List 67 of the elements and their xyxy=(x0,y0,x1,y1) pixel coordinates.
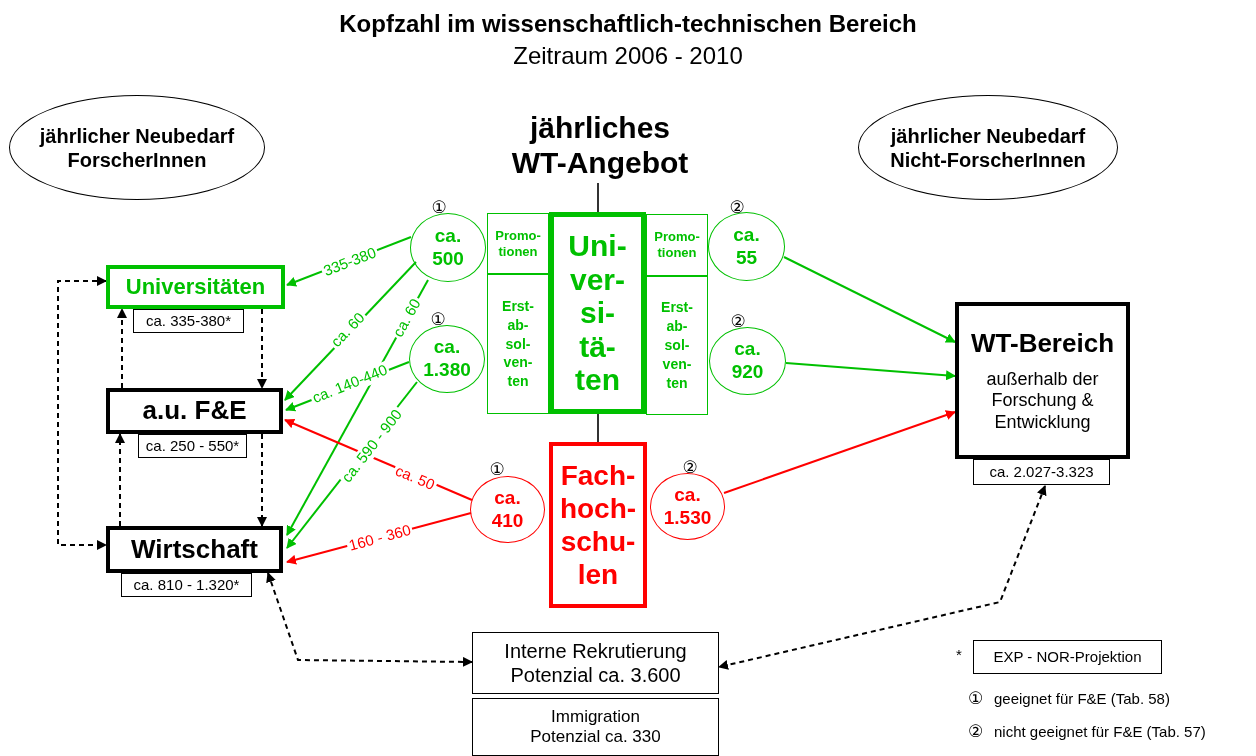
connector-line xyxy=(597,413,599,443)
source-box xyxy=(549,442,647,608)
node-label: Promo- tionen xyxy=(494,227,542,260)
value-text: ca. 1.530 xyxy=(662,483,713,530)
target-box xyxy=(955,302,1130,459)
category-box xyxy=(646,214,708,276)
footnote-mark: ① xyxy=(968,688,984,708)
footnote-mark: ① xyxy=(430,199,448,216)
node-label: jährlicher Neubedarf ForscherInnen xyxy=(38,123,236,172)
footnote-mark: ① xyxy=(429,311,447,328)
note-box xyxy=(973,640,1162,674)
sector-box xyxy=(106,265,285,309)
node-label: a.u. F&E xyxy=(142,395,247,427)
node-label: Fach- hoch- schu- len xyxy=(558,458,638,592)
sector-box xyxy=(106,388,283,434)
dashed-arrow xyxy=(117,308,127,389)
legend-text: nicht geeignet für F&E (Tab. 57) xyxy=(994,723,1206,740)
dashed-arrow xyxy=(57,276,107,550)
node-label: Uni- ver- si- tä- ten xyxy=(567,229,628,397)
arrow xyxy=(783,256,956,343)
dashed-arrow xyxy=(115,433,125,527)
node-label: Erst- ab- sol- ven- ten xyxy=(660,298,694,393)
footnote-mark: ② xyxy=(968,721,984,741)
value-label: ca. 335-380* xyxy=(133,309,244,333)
box-text: außerhalb der Forschung & Entwicklung xyxy=(985,368,1100,434)
node-label: Interne Rekrutierung Potenzial ca. 3.600 xyxy=(503,639,688,687)
value-label: ca. 2.027-3.323 xyxy=(973,459,1110,485)
value-circle xyxy=(650,473,725,540)
value-text: ca. 500 xyxy=(431,224,465,271)
potential-box xyxy=(472,632,719,694)
value-text: ca. 410 xyxy=(490,486,525,533)
category-box xyxy=(487,274,549,414)
node-label: jährlicher Neubedarf Nicht-ForscherInnen xyxy=(889,123,1087,172)
value-text: ca. 920 xyxy=(730,338,765,384)
value-circle xyxy=(470,476,545,543)
value-circle xyxy=(708,212,785,281)
arrow xyxy=(785,362,956,381)
dashed-arrow xyxy=(257,308,267,389)
node-label: Wirtschaft xyxy=(131,533,258,566)
footnote-mark: ② xyxy=(681,459,699,476)
legend-text: geeignet für F&E (Tab. 58) xyxy=(994,690,1170,707)
footnote-asterisk: * xyxy=(955,646,963,664)
arrow xyxy=(723,410,956,494)
diagram-title: Kopfzahl im wissenschaftlich-technischen Bereich xyxy=(339,10,917,37)
potential-box xyxy=(472,698,719,756)
category-box xyxy=(487,213,549,274)
footnote-mark: ① xyxy=(488,461,506,478)
diagram-subtitle: Zeitraum 2006 - 2010 xyxy=(513,42,743,69)
value-label: ca. 810 - 1.320* xyxy=(121,573,252,597)
dashed-arrow xyxy=(266,572,473,667)
value-text: ca. 55 xyxy=(732,223,761,270)
source-box xyxy=(549,212,646,414)
dashed-arrow xyxy=(257,433,267,527)
sector-box xyxy=(106,526,283,573)
connector-line xyxy=(597,182,599,213)
value-label: ca. 250 - 550* xyxy=(138,434,247,458)
footnote-mark: ② xyxy=(728,199,746,216)
node-label: Erst- ab- sol- ven- ten xyxy=(501,296,535,392)
node-label: Universitäten xyxy=(125,273,266,301)
node-label: EXP - NOR-Projektion xyxy=(993,648,1142,666)
node-label: Immigration Potenzial ca. 330 xyxy=(529,706,662,748)
dashed-arrow xyxy=(718,485,1047,670)
footnote-mark: ② xyxy=(729,313,747,330)
node-label: Promo- tionen xyxy=(653,229,701,261)
category-box xyxy=(646,276,708,415)
box-heading: WT-Bereich xyxy=(971,327,1114,359)
node-label: jährliches WT-Angebot xyxy=(510,111,690,180)
